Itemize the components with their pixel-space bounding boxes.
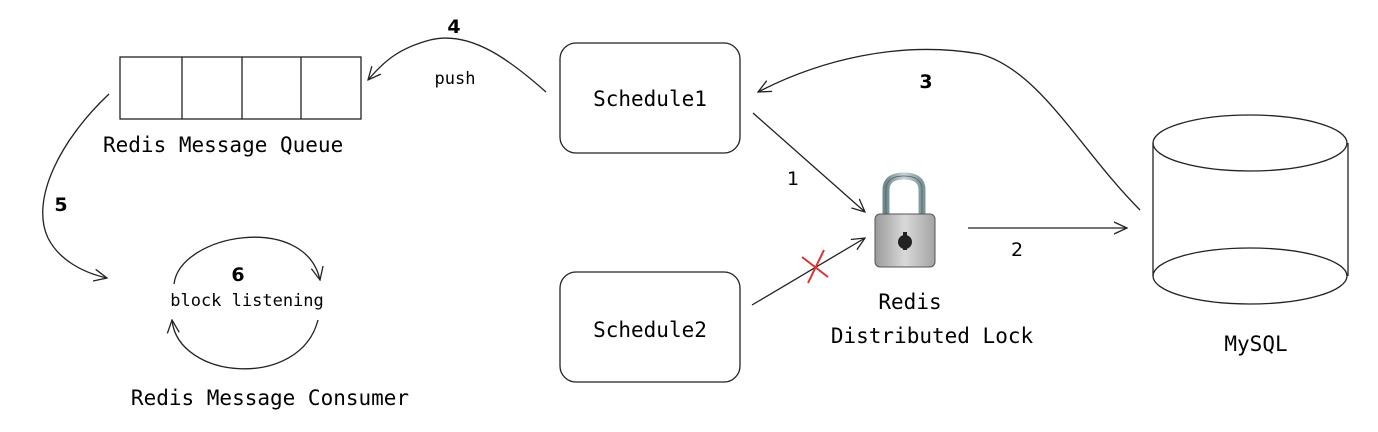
edge-acquire-lock: 1 [752,112,865,212]
queue-box [119,56,362,120]
lock-icon [874,172,936,268]
lock-label-line2: Distributed Lock [831,324,1034,348]
consumer-loop-arrow-top [173,236,320,285]
queue-to-consumer-arrow [42,93,110,278]
edge-blocked-lock [751,238,865,306]
schedule2-label: Schedule2 [593,318,707,342]
edge-push: 4 push [368,16,547,93]
edge-queue-to-consumer: 5 [42,93,110,278]
mysql-to-schedule1-arrow [758,48,1141,211]
step-1-label: 1 [787,168,799,190]
schedule2-box [559,271,741,383]
lock-label-line1: Redis [878,290,941,314]
consumer-loop-arrow-bottom [172,320,319,370]
redis-message-consumer: 6 block listening Redis Message Consumer [131,236,409,410]
redis-message-queue: Redis Message Queue [103,56,362,157]
edge-mysql-to-schedule1: 3 [758,48,1141,211]
queue-label: Redis Message Queue [103,133,343,157]
schedule1-label: Schedule1 [593,87,707,111]
database-icon [1152,114,1349,305]
step-4-label: 4 [447,16,460,38]
push-label: push [435,69,476,89]
acquire-lock-arrow [752,112,865,212]
schedule1-box [559,42,741,154]
push-arrow [368,37,547,93]
consumer-label: Redis Message Consumer [131,386,409,410]
mysql-label: MySQL [1224,332,1287,356]
step-5-label: 5 [54,194,67,216]
step-3-label: 3 [919,71,932,93]
blocked-lock-arrow [751,238,865,306]
edge-lock-to-mysql: 2 [968,228,1127,261]
block-listening-label: block listening [170,291,324,311]
step-6-label: 6 [231,264,244,286]
blocked-x-icon [801,249,829,284]
schedule1-node: Schedule1 [559,42,741,154]
mysql-database: MySQL [1152,114,1349,356]
step-2-label: 2 [1011,239,1023,261]
schedule2-node: Schedule2 [559,271,741,383]
redis-distributed-lock: Redis Distributed Lock [831,172,1034,348]
